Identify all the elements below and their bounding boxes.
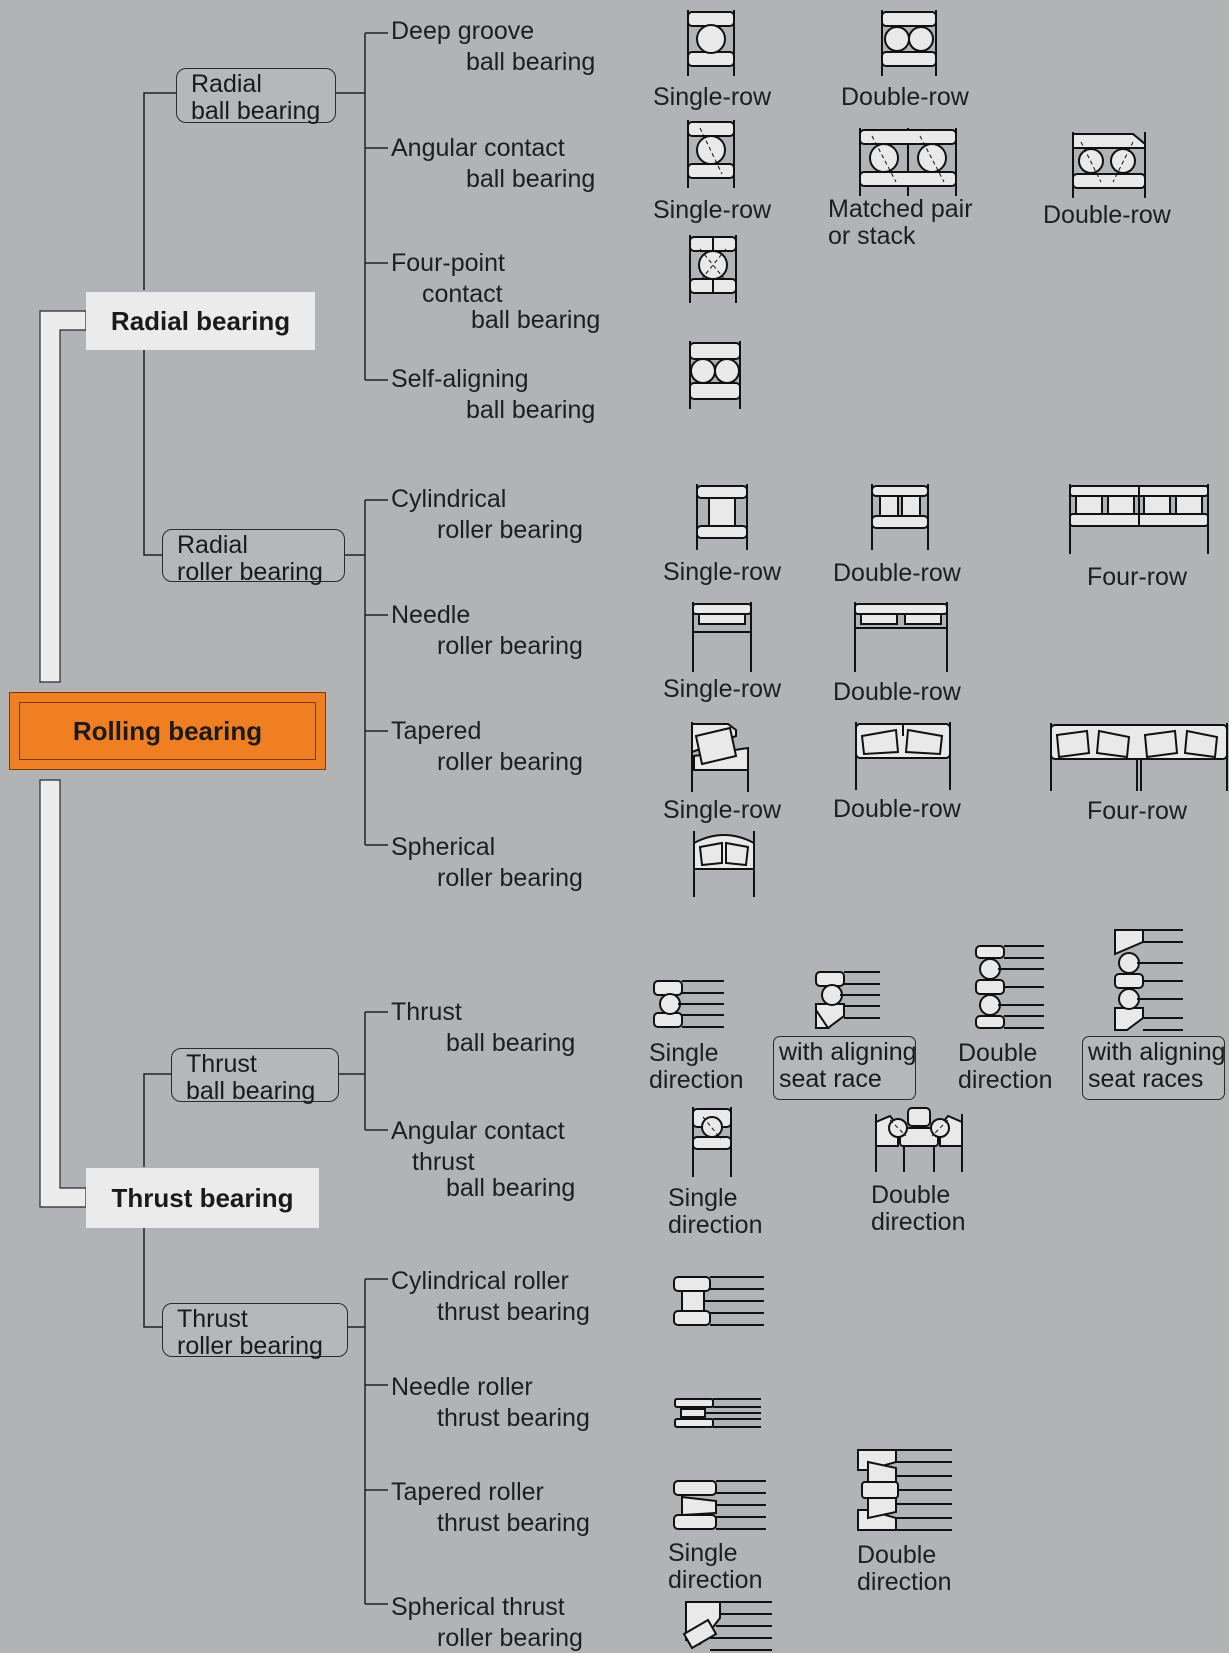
thrust-ball-box: Thrust ball bearing [171, 1048, 339, 1105]
tapered-roller-single-row-icon [691, 722, 749, 792]
thrust-ball-aligning-seat-race-icon [815, 971, 880, 1029]
root-box: Rolling bearing [9, 692, 326, 770]
thrust-ball-aligning-seat-races-icon [1114, 929, 1183, 1031]
caption-angular-double: Double-row [1043, 201, 1171, 229]
self-aligning-icon [689, 341, 741, 409]
thrust-bearing-label: Thrust bearing [111, 1182, 294, 1213]
four-point-contact-icon [689, 235, 737, 303]
angular-contact-single-row-icon [687, 120, 735, 188]
root-label: Rolling bearing [72, 715, 263, 746]
caption-tapered-double: Double-row [833, 795, 961, 823]
radial-roller-box: Radial roller bearing [162, 529, 345, 586]
caption-needle-double: Double-row [833, 678, 961, 706]
spherical-roller-icon [693, 831, 755, 897]
needle-roller-thrust-icon [674, 1398, 761, 1428]
caption-tapered-single: Single-row [663, 796, 782, 824]
caption-needle-single: Single-row [663, 675, 782, 703]
thrust-bearing-box: Thrust bearing [86, 1168, 319, 1228]
tapered-roller-four-row-icon [1050, 723, 1228, 791]
cylindrical-roller-single-row-icon [696, 484, 748, 550]
angular-contact-thrust-single-icon [692, 1107, 732, 1177]
caption-cyl-single: Single-row [663, 558, 782, 586]
cylindrical-roller-four-row-icon [1069, 484, 1209, 554]
angular-contact-matched-pair-icon [859, 128, 957, 196]
caption-tapered-four: Four-row [1087, 797, 1188, 825]
needle-roller-single-row-icon [692, 602, 752, 672]
tapered-roller-thrust-double-icon [857, 1449, 952, 1531]
cylindrical-roller-double-row-icon [871, 484, 929, 550]
angular-contact-thrust-double-icon [875, 1107, 963, 1172]
thrust-ball-double-direction-icon [975, 945, 1044, 1029]
needle-roller-double-row-icon [854, 602, 948, 672]
caption-angular-single: Single-row [653, 196, 772, 224]
tapered-roller-thrust-single-icon [673, 1480, 766, 1530]
caption-deep-groove-double: Double-row [841, 83, 969, 111]
radial-bearing-box: Radial bearing [86, 292, 315, 350]
thrust-roller-box: Thrust roller bearing [162, 1303, 348, 1360]
deep-groove-double-row-icon [881, 10, 937, 76]
caption-cyl-four: Four-row [1087, 563, 1188, 591]
thrust-ball-single-direction-icon [653, 980, 724, 1028]
radial-ball-box: Radial ball bearing [176, 68, 336, 125]
tapered-roller-double-row-icon [855, 722, 951, 790]
angular-contact-double-row-icon [1072, 132, 1146, 198]
caption-cyl-double: Double-row [833, 559, 961, 587]
spherical-thrust-roller-icon [682, 1601, 772, 1651]
cylindrical-roller-thrust-icon [673, 1276, 764, 1326]
radial-bearing-label: Radial bearing [110, 305, 291, 336]
deep-groove-single-row-icon [687, 10, 735, 76]
caption-deep-groove-single: Single-row [653, 83, 772, 111]
